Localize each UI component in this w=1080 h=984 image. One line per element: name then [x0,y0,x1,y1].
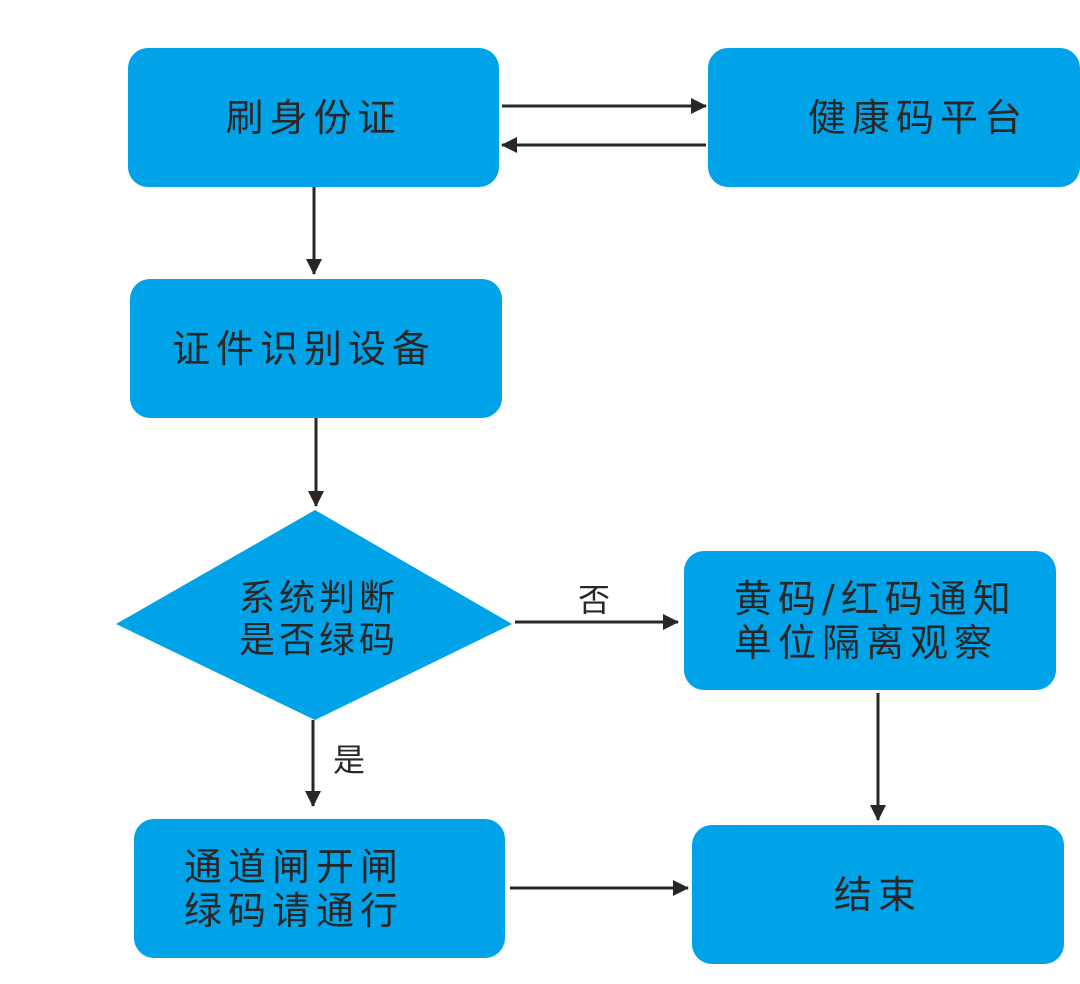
node-health-platform: 健康码平台 [708,48,1080,187]
edge-label-no: 否 [578,581,611,619]
node-end: 结束 [692,825,1064,964]
node-label: 黄码/红码通知 单位隔离观察 [734,576,1017,665]
node-gate-open: 通道闸开闸 绿码请通行 [134,819,505,958]
node-label: 刷身份证 [225,95,402,140]
decision-diamond [116,510,512,720]
node-notify-isolation: 黄码/红码通知 单位隔离观察 [684,551,1056,690]
edge-label-yes: 是 [333,741,366,779]
node-label: 通道闸开闸 绿码请通行 [184,844,405,933]
node-label: 结束 [833,872,922,917]
node-id-device: 证件识别设备 [130,279,502,418]
node-label: 健康码平台 [808,95,1029,140]
node-label: 证件识别设备 [172,326,437,371]
node-swipe-id: 刷身份证 [128,48,499,187]
decision-label: 系统判断 是否绿码 [238,578,399,661]
